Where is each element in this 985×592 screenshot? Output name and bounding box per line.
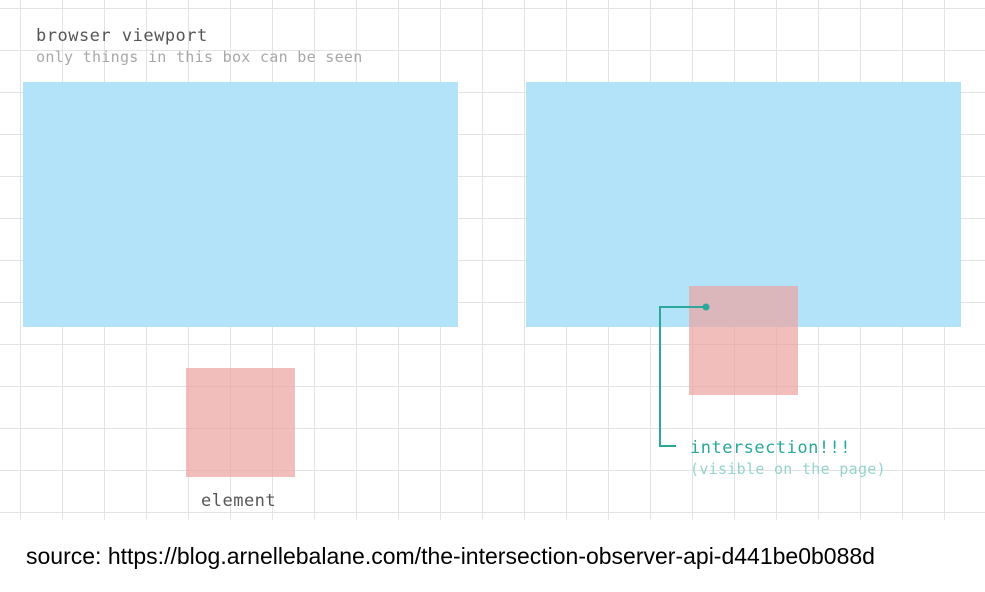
intersection-connector: [659, 303, 710, 447]
source-caption: source: https://blog.arnellebalane.com/t…: [26, 543, 875, 569]
intersection-diagram: browser viewport only things in this box…: [0, 0, 985, 520]
intersection-sublabel: (visible on the page): [690, 460, 886, 478]
connector-line: [659, 306, 706, 447]
element-outside-viewport: [186, 368, 295, 477]
element-label: element: [201, 491, 277, 511]
intersection-label: intersection!!!: [690, 438, 852, 458]
viewport-title: browser viewport: [36, 26, 208, 46]
connector-dot: [702, 303, 710, 311]
browser-viewport-left: [23, 82, 458, 327]
viewport-subtitle: only things in this box can be seen: [36, 48, 363, 66]
